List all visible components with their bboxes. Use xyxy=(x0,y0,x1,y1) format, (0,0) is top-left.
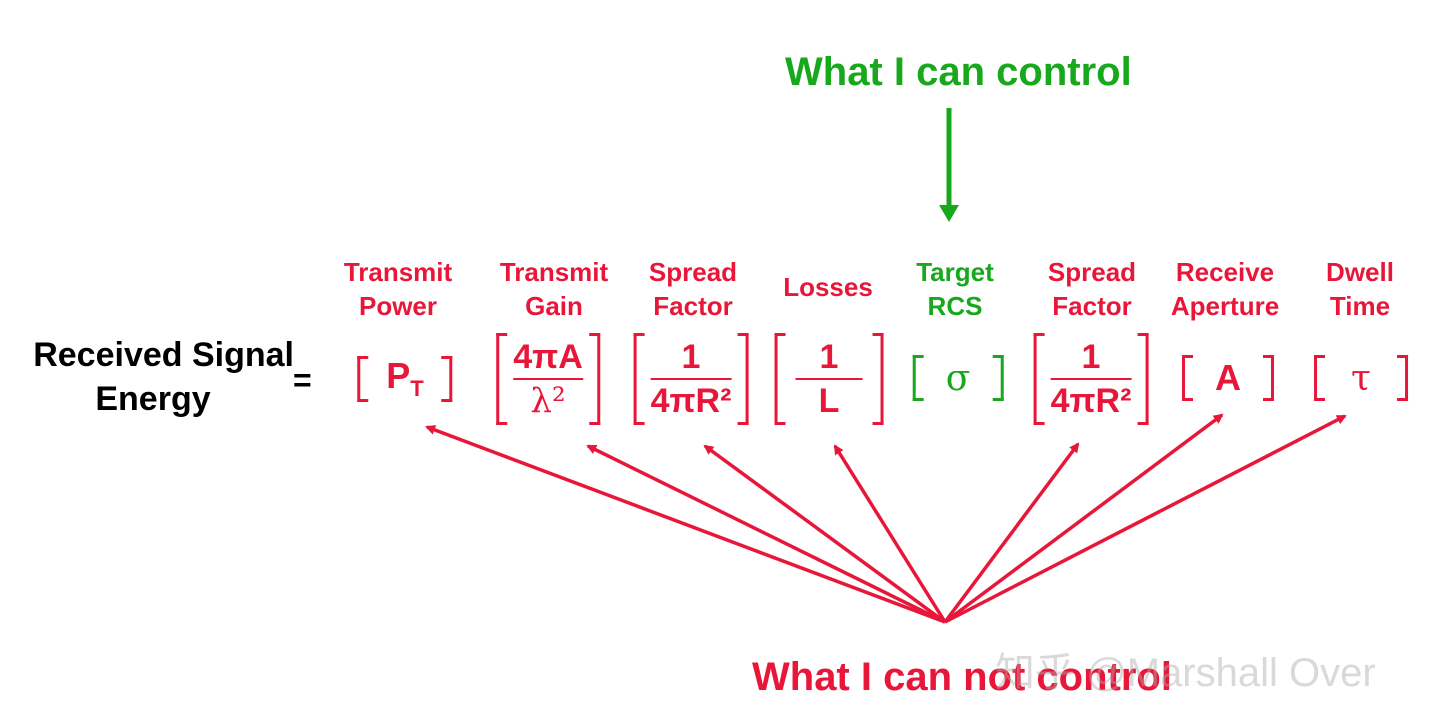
term-spread-factor-2: 1 4πR² xyxy=(1033,333,1149,425)
bracket-left xyxy=(1314,355,1326,401)
denominator: L xyxy=(818,382,840,420)
denominator: 4πR² xyxy=(1050,382,1132,420)
equals-sign: = xyxy=(293,362,312,398)
no-control-arrow-gain xyxy=(586,444,946,624)
numerator: 1 xyxy=(819,338,839,376)
label-line1: Dwell xyxy=(1326,257,1394,287)
term-symbol: PT xyxy=(386,355,424,402)
term-subscript: T xyxy=(410,376,424,402)
fraction-bar xyxy=(650,378,732,380)
bracket-right xyxy=(872,333,884,425)
label-line1: Spread xyxy=(648,257,738,287)
label-line1: Losses xyxy=(783,272,873,302)
term-target-rcs: σ xyxy=(912,355,1004,401)
term-spread-factor-1: 1 4πR² xyxy=(633,333,749,425)
no-control-arrow-aperture xyxy=(943,413,1224,624)
numerator: 4πA xyxy=(513,338,583,376)
lhs-line1: Received Signal xyxy=(33,336,294,374)
numerator: 1 xyxy=(1081,338,1101,376)
uncontrollable-title: What I can not control xyxy=(752,655,1172,699)
no-control-arrow-power xyxy=(425,425,946,624)
label-line2: Aperture xyxy=(1170,291,1280,321)
term-symbol: A xyxy=(1215,357,1241,398)
term-dwell-time: τ xyxy=(1314,355,1408,401)
term-transmit-power: PT xyxy=(357,355,453,402)
label-line1: Spread xyxy=(1047,257,1137,287)
bracket-left xyxy=(774,333,786,425)
bracket-right xyxy=(441,355,453,402)
watermark: 知乎 @Marshall Over xyxy=(995,651,1376,695)
bracket-right xyxy=(588,333,600,425)
no-control-arrow-losses xyxy=(833,444,947,623)
control-arrowhead xyxy=(939,205,959,222)
no-control-arrow-spread1 xyxy=(703,444,947,624)
label-line1: Target xyxy=(916,257,994,287)
term-symbol: τ xyxy=(1351,357,1371,399)
denominator: λ² xyxy=(530,381,566,421)
label-line2: Gain xyxy=(525,291,583,321)
bracket-right xyxy=(1396,355,1408,401)
label-line1: Transmit xyxy=(499,257,609,287)
bracket-right xyxy=(737,333,749,425)
bracket-left xyxy=(912,355,924,401)
fraction-bar xyxy=(795,378,863,380)
term-symbol: σ xyxy=(945,357,971,399)
received-signal-energy-label: Received Signal Energy xyxy=(8,333,298,421)
bracket-right xyxy=(1263,355,1274,401)
label-line2: Time xyxy=(1329,291,1391,321)
fraction-bar xyxy=(1050,378,1132,380)
numerator: 1 xyxy=(681,338,701,376)
bracket-left xyxy=(496,333,508,425)
bracket-left xyxy=(1033,333,1045,425)
no-control-arrow-spread2 xyxy=(943,442,1080,624)
bracket-left xyxy=(1182,355,1193,401)
term-receive-aperture: A xyxy=(1182,355,1274,401)
no-control-arrow-dwell xyxy=(944,414,1347,624)
label-line2: RCS xyxy=(927,291,983,321)
fraction-bar xyxy=(513,378,583,380)
term-transmit-gain: 4πA λ² xyxy=(496,333,600,425)
label-line2: Factor xyxy=(1052,291,1132,321)
controllable-title: What I can control xyxy=(785,50,1132,94)
bracket-left xyxy=(633,333,645,425)
label-line2: Factor xyxy=(653,291,733,321)
label-line1: Receive xyxy=(1175,257,1275,287)
bracket-left xyxy=(357,355,369,402)
bracket-right xyxy=(1137,333,1149,425)
bracket-right xyxy=(992,355,1004,401)
term-label-losses: Losses xyxy=(783,270,873,304)
label-line2: Power xyxy=(358,291,438,321)
denominator: 4πR² xyxy=(650,382,732,420)
label-line1: Transmit xyxy=(343,257,453,287)
lhs-line2: Energy xyxy=(95,380,211,418)
